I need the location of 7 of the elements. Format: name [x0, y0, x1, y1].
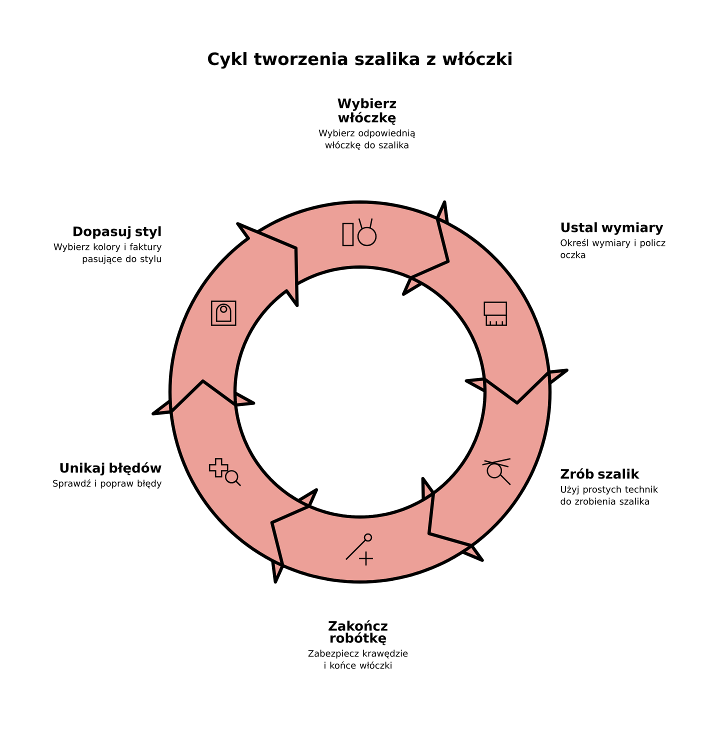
step-text: Zakończ robótkę Zabezpiecz krawędzie i końce włóczki	[308, 620, 408, 669]
step-text: Zrób szalik Użyj prostych technik do zrobienia szalika	[560, 468, 658, 505]
step-text: Unikaj błędów Sprawdź i popraw błędy	[53, 462, 162, 488]
step-text: Ustal wymiary Określ wymiary i policz oczka	[560, 222, 666, 258]
step-text: Wybierz włóczkę Wybierz odpowiednią włóczkę do szalika	[318, 98, 415, 150]
title: Cykl tworzenia szalika z włóczki	[208, 51, 512, 69]
step-text: Dopasuj styl Wybierz kolory i faktury pasujące do stylu	[54, 226, 162, 264]
